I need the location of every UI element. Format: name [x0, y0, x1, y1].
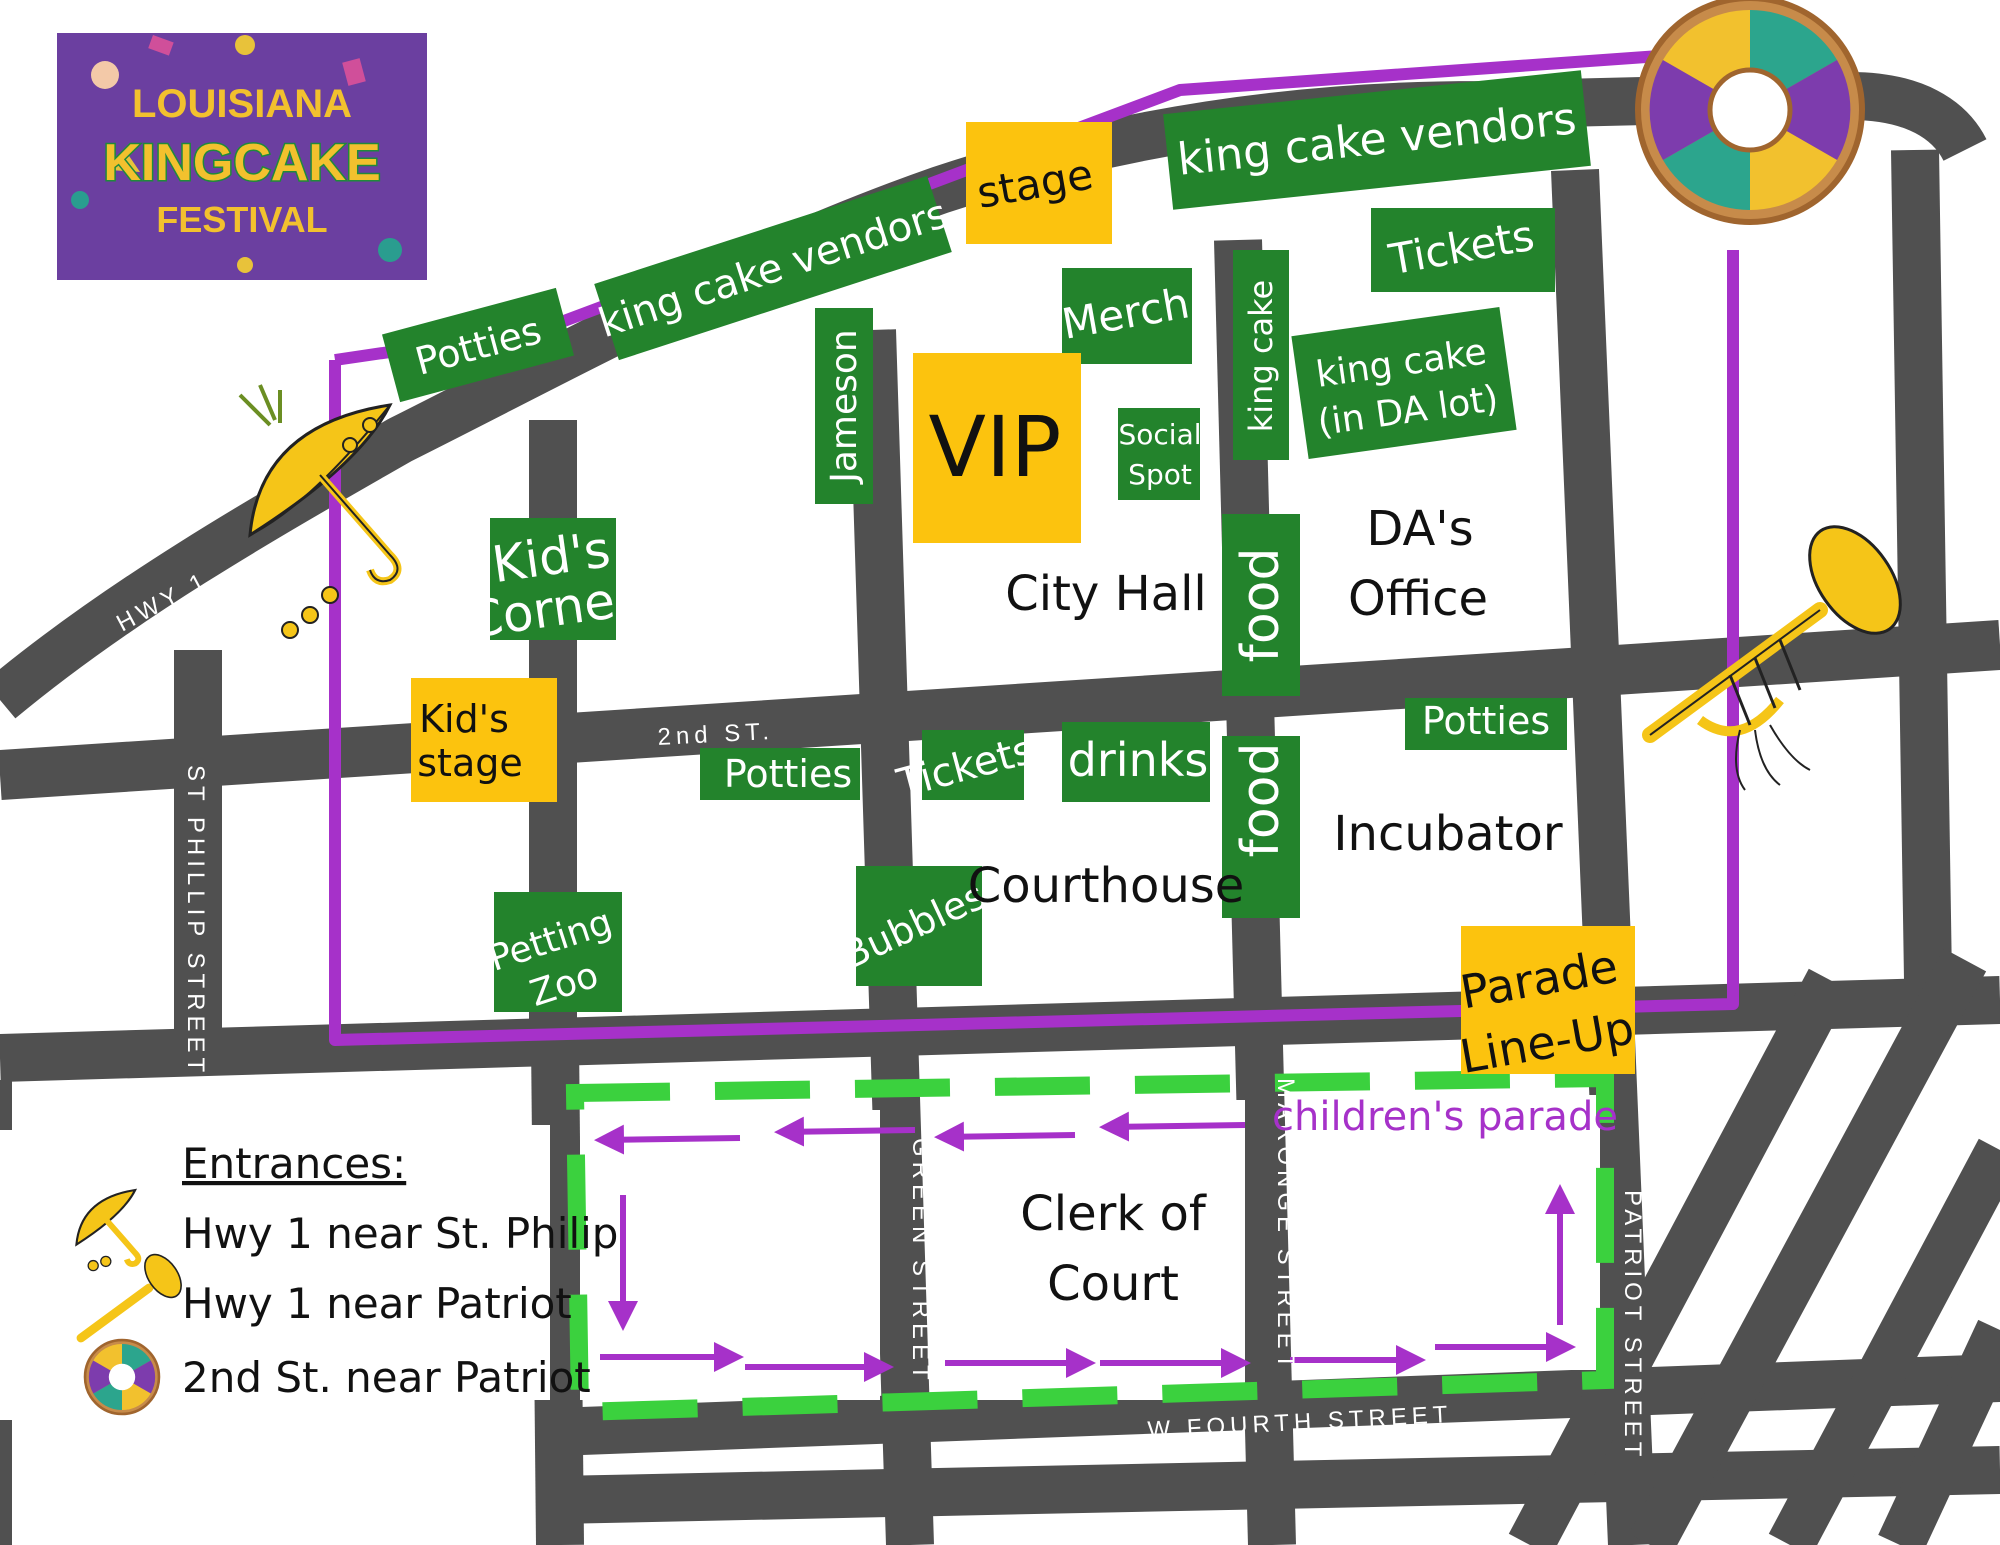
incubator-label: Incubator	[1333, 806, 1562, 862]
booth-king-cake-vendors-right[interactable]: king cake vendors	[1163, 70, 1591, 210]
booth-label: Potties	[724, 752, 852, 796]
booth-label: VIP	[929, 398, 1062, 496]
booth-label-2: Spot	[1128, 458, 1192, 491]
booth-label-2: stage	[417, 741, 522, 785]
booth-food-upper[interactable]: food	[1222, 514, 1300, 696]
road-right-d	[1878, 1319, 2000, 1545]
road-east	[1891, 149, 1952, 981]
parade-arrows	[594, 1111, 1576, 1382]
patriot-street-label: PATRIOT STREET	[1619, 1190, 1646, 1461]
childrens-parade-label: children's parade	[1272, 1094, 1618, 1140]
clerk-of-court-label-2: Court	[1047, 1256, 1179, 1312]
clerk-of-court-label-1: Clerk of	[1020, 1186, 1207, 1242]
logo-line-3: FESTIVAL	[156, 199, 327, 240]
umbrella-icon	[238, 384, 402, 639]
das-office-label-2: Office	[1348, 571, 1488, 627]
courthouse-label: Courthouse	[968, 858, 1245, 914]
booth-label: food	[1231, 548, 1291, 663]
booth-vip[interactable]: VIP	[913, 353, 1081, 543]
booth-food-lower[interactable]: food	[1222, 736, 1300, 918]
legend-umbrella-icon	[75, 1188, 142, 1272]
booth-label-1: Kid's	[419, 697, 509, 741]
st-phillip-label: ST PHILLIP STREET	[182, 765, 209, 1077]
city-hall-label: City Hall	[1005, 566, 1207, 622]
green-street-label: GREEN STREET	[907, 1138, 934, 1385]
legend-item-3-label: 2nd St. near Patriot	[182, 1353, 591, 1402]
booth-king-cake-vendors-left[interactable]: king cake vendors	[588, 174, 959, 363]
booth-kids-stage[interactable]: Kid's stage	[411, 678, 557, 802]
road-d	[1551, 169, 1656, 1545]
road-west-lower	[531, 1039, 584, 1545]
booth-parade-line-up[interactable]: Parade Line-Up	[1456, 926, 1638, 1084]
festival-logo: LOUISIANA KINGCAKE FESTIVAL	[57, 33, 427, 280]
booth-label: king cake	[1242, 280, 1280, 432]
booth-drinks[interactable]: drinks	[1062, 722, 1210, 802]
booth-stage[interactable]: stage	[966, 122, 1112, 244]
booth-label: food	[1231, 743, 1291, 858]
booth-label: Potties	[1422, 699, 1550, 743]
road-south	[554, 1446, 2000, 1524]
booth-jameson[interactable]: Jameson	[815, 308, 873, 504]
booth-social-spot[interactable]: Social Spot	[1118, 408, 1202, 500]
maronge-street-label: MARONGE STREET	[1272, 1078, 1299, 1373]
road-right-b	[1628, 948, 1987, 1545]
das-office-label-1: DA's	[1366, 501, 1473, 557]
trumpet-icon	[1642, 525, 1902, 791]
booth-label: drinks	[1068, 733, 1209, 787]
road-right-c	[1768, 1138, 2000, 1545]
childrens-parade-route	[565, 1068, 1614, 1422]
legend-item-2-label: Hwy 1 near Patriot	[182, 1279, 572, 1328]
legend-king-cake-icon	[83, 1338, 161, 1416]
second-street-label: 2nd ST.	[657, 718, 775, 751]
booth-tickets-top[interactable]: Tickets	[1371, 208, 1555, 292]
booth-label-1: Social	[1118, 418, 1201, 451]
booth-king-cake-vertical[interactable]: king cake	[1233, 250, 1289, 460]
legend-title: Entrances:	[182, 1139, 406, 1188]
king-cake-icon	[1635, 0, 1865, 225]
booth-king-cake-da-lot[interactable]: king cake (in DA lot)	[1291, 306, 1517, 460]
road-right-a	[1508, 968, 1852, 1545]
logo-line-2: KINGCAKE	[103, 134, 380, 192]
legend-trumpet-icon	[76, 1253, 182, 1343]
logo-line-1: LOUISIANA	[132, 82, 352, 126]
legend: Entrances: Hwy 1 near St. Philip Hwy 1 n…	[75, 1139, 618, 1416]
booth-bubbles[interactable]: Bubbles	[836, 866, 992, 986]
booth-label: Jameson	[824, 329, 865, 485]
booth-kids-corner[interactable]: Kid's Corner	[464, 518, 639, 650]
booth-petting-zoo[interactable]: Petting Zoo	[484, 892, 622, 1015]
booth-potties-right[interactable]: Potties	[1405, 698, 1567, 750]
legend-item-1-label: Hwy 1 near St. Philip	[182, 1209, 618, 1258]
booth-potties-mid[interactable]: Potties	[700, 748, 860, 800]
booth-merch[interactable]: Merch	[1058, 268, 1193, 364]
